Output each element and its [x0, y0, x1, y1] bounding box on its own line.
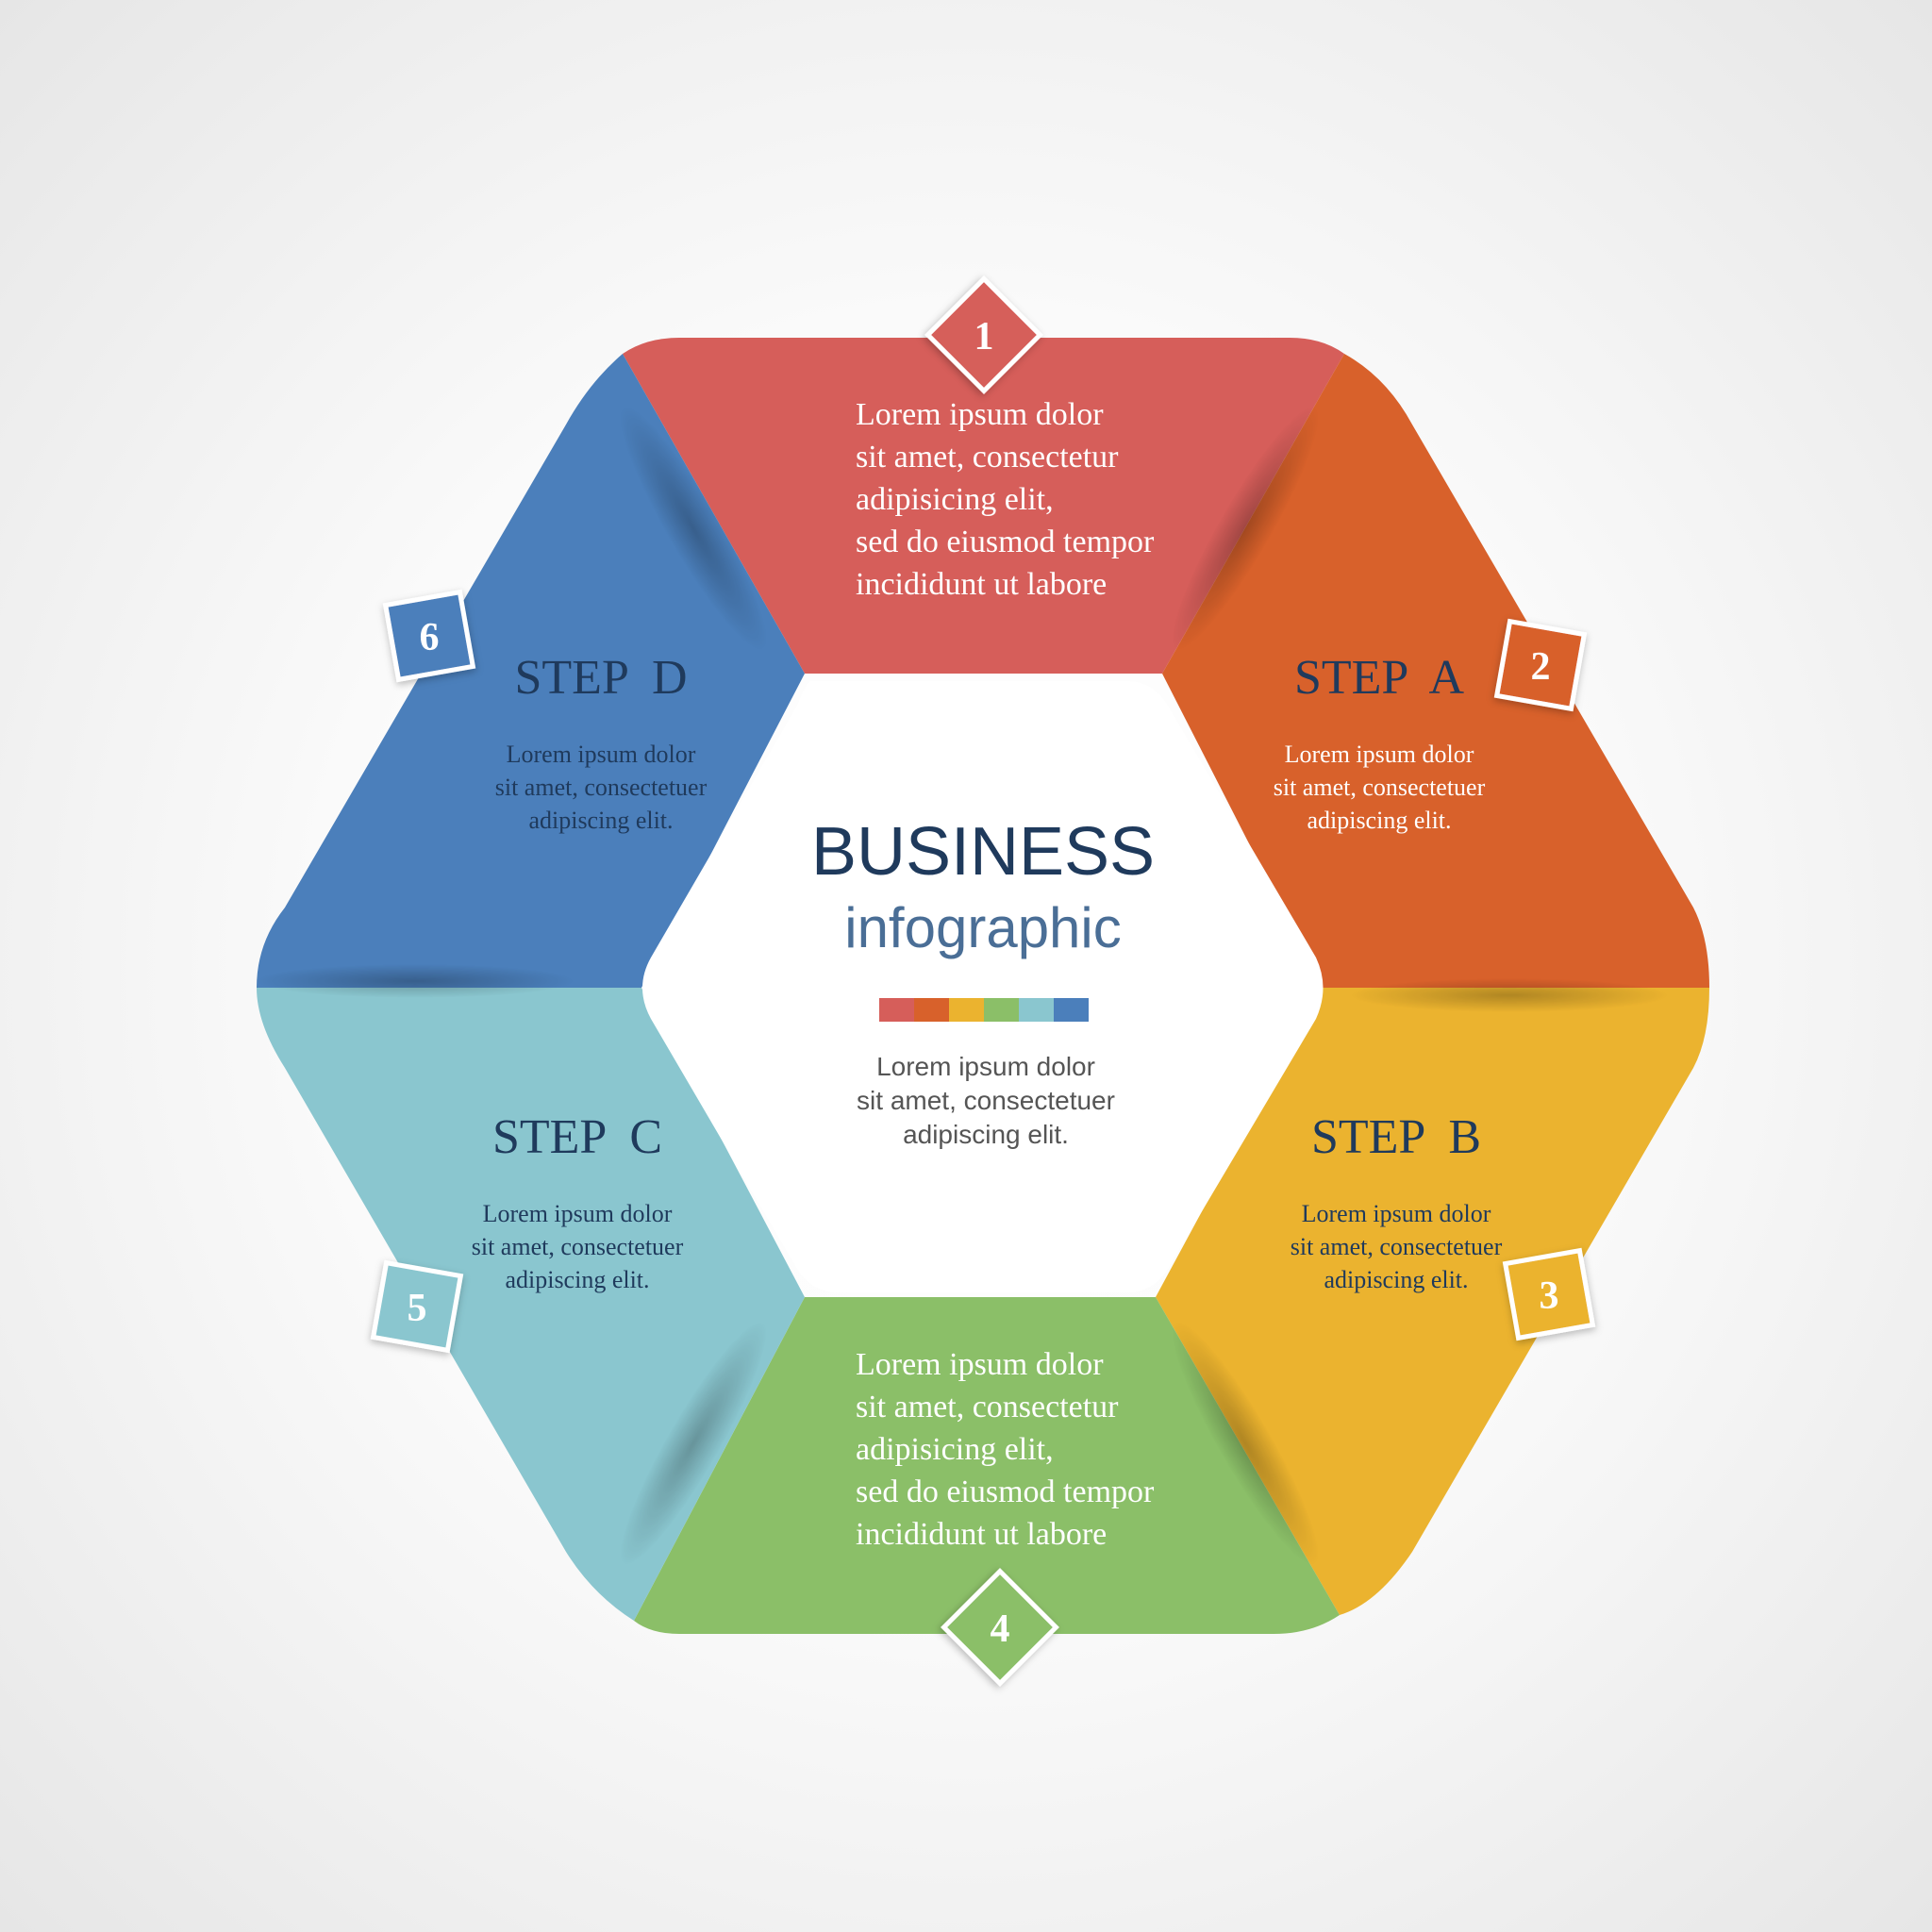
segment-top — [623, 338, 1344, 674]
segment-text-line: incididunt ut labore — [856, 1517, 1107, 1552]
segment-lower-right — [1156, 988, 1709, 1615]
badge-number: 1 — [974, 315, 994, 358]
segment-text-line: incididunt ut labore — [856, 567, 1107, 602]
segment-text-line: sit amet, consectetuer — [1274, 774, 1486, 801]
segment-text-line: adipisicing elit, — [856, 482, 1054, 517]
badge-shape — [924, 275, 1043, 394]
segment-text-line: adipiscing elit. — [1307, 807, 1451, 834]
badge-shape — [941, 1568, 1059, 1687]
segment-text-line: sit amet, consectetur — [856, 440, 1119, 475]
badge-number: 4 — [991, 1607, 1010, 1651]
center-subtitle: infographic — [844, 896, 1122, 959]
color-bar-swatch — [879, 998, 914, 1022]
step-label-lower-right: STEP B — [1311, 1110, 1481, 1164]
segment-text-line: sed do eiusmod tempor — [856, 525, 1155, 559]
segment-text-line: sit amet, consectetuer — [1291, 1233, 1503, 1260]
center-text-line: adipiscing elit. — [903, 1120, 1069, 1149]
badge-number: 3 — [1540, 1274, 1559, 1318]
fold-shadow — [619, 1320, 768, 1567]
segment-text-line: Lorem ipsum dolor — [483, 1200, 673, 1227]
badge-number: 6 — [420, 616, 440, 659]
segment-text-line: Lorem ipsum dolor — [856, 1347, 1104, 1382]
fold-shadow — [255, 964, 575, 998]
segment-text-line: Lorem ipsum dolor — [856, 397, 1104, 432]
center-hexagon — [642, 681, 1324, 1292]
color-bar-swatch — [1019, 998, 1054, 1022]
badge-number: 5 — [408, 1287, 427, 1330]
fold-shadow — [1349, 978, 1670, 1012]
segment-text-line: sed do eiusmod tempor — [856, 1474, 1155, 1509]
step-label-lower-left: STEP C — [492, 1110, 662, 1164]
color-bar-swatch — [984, 998, 1019, 1022]
badge-2: 2 — [1493, 618, 1588, 712]
segment-text-line: sit amet, consectetuer — [495, 774, 708, 801]
segment-text-line: adipiscing elit. — [1324, 1266, 1468, 1293]
badge-shape — [382, 589, 476, 683]
segment-text-line: adipiscing elit. — [528, 807, 673, 834]
color-bar-swatch — [1054, 998, 1089, 1022]
segment-text-line: sit amet, consectetur — [856, 1390, 1119, 1424]
segment-text-line: Lorem ipsum dolor — [1285, 741, 1474, 768]
fold-shadow — [1171, 405, 1320, 652]
center-text-line: Lorem ipsum dolor — [876, 1052, 1095, 1081]
color-bar-swatch — [949, 998, 984, 1022]
badge-6: 6 — [382, 589, 476, 683]
segment-text-line: sit amet, consectetuer — [472, 1233, 684, 1260]
center-text-line: sit amet, consectetuer — [857, 1086, 1115, 1115]
badge-shape — [1502, 1247, 1596, 1341]
segment-upper-right — [1162, 354, 1709, 988]
color-bar-swatch — [914, 998, 949, 1022]
center-title: BUSINESS — [811, 814, 1155, 890]
color-bar — [879, 998, 1089, 1022]
badge-shape — [1493, 618, 1588, 712]
badge-3: 3 — [1502, 1247, 1596, 1341]
badge-shape — [370, 1259, 464, 1354]
segment-text-line: adipisicing elit, — [856, 1432, 1054, 1467]
step-label-upper-right: STEP A — [1294, 651, 1465, 705]
badge-1: 1 — [924, 275, 1043, 394]
badge-5: 5 — [370, 1259, 464, 1354]
fold-shadow — [1171, 1320, 1320, 1567]
badge-4: 4 — [941, 1568, 1059, 1687]
segment-text-line: adipiscing elit. — [505, 1266, 649, 1293]
step-label-upper-left: STEP D — [515, 651, 688, 705]
segment-bottom — [634, 1297, 1340, 1634]
badge-number: 2 — [1531, 645, 1551, 689]
fold-shadow — [619, 405, 768, 652]
segment-text-line: Lorem ipsum dolor — [507, 741, 696, 768]
segment-text-line: Lorem ipsum dolor — [1302, 1200, 1491, 1227]
